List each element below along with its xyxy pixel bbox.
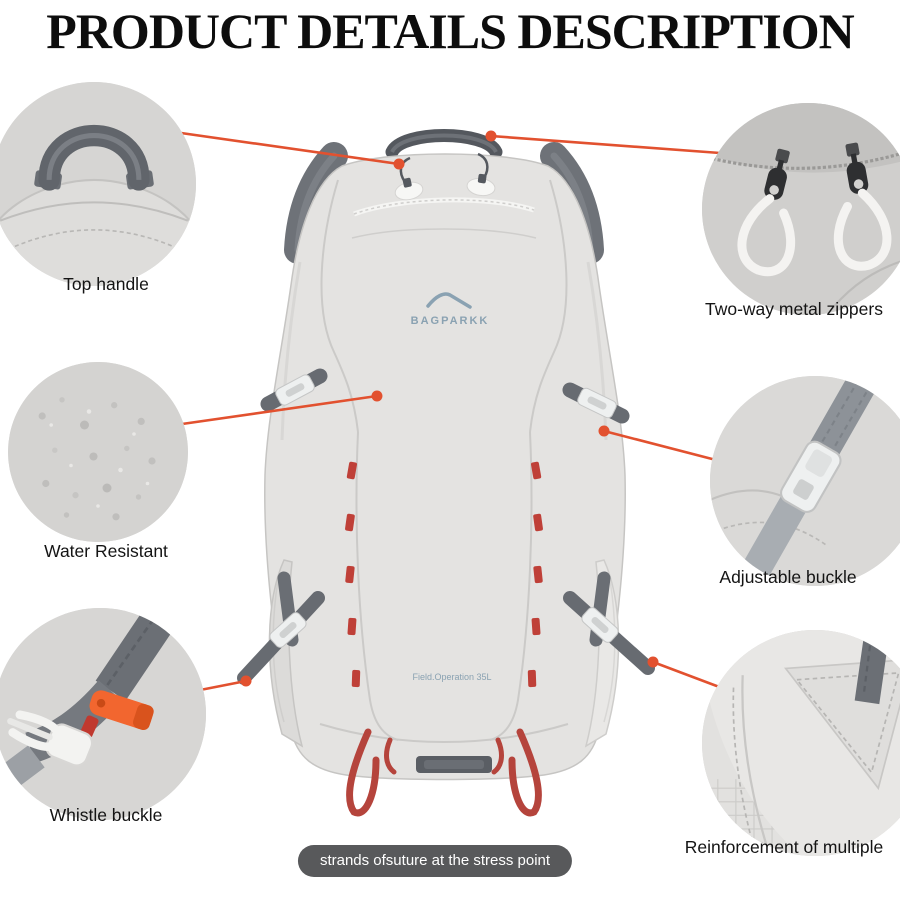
water-resistant-image — [8, 362, 188, 542]
zipper-pull-icon — [833, 142, 892, 271]
page-title: PRODUCT DETAILS DESCRIPTION — [46, 3, 854, 59]
buckle-icon — [269, 612, 307, 648]
two-way-zippers-image — [702, 103, 900, 315]
buckle-icon — [577, 387, 617, 419]
callout-label-whistle-buckle: Whistle buckle — [49, 805, 163, 825]
water-droplets — [38, 397, 156, 521]
buckle-icon — [780, 440, 842, 513]
connector-water-resistant — [174, 390, 383, 427]
callout-label-reinforcement: Reinforcement of multiple — [684, 837, 884, 857]
backpack-model-text: Field.Operation 35L — [412, 672, 491, 682]
top-zipper — [351, 152, 537, 239]
zipper-pull-icon — [737, 148, 796, 277]
buckle-icon — [7, 710, 94, 767]
bottom-red-straps — [346, 728, 542, 817]
whistle-buckle-image — [0, 608, 206, 820]
connector-top-handle — [159, 128, 405, 170]
bottom-handle-bar — [416, 756, 492, 773]
callout-label-top-handle: Top handle — [63, 274, 149, 294]
top-handle-image — [0, 82, 196, 286]
stress-point-badge: strands ofsuture at the stress point — [297, 845, 573, 877]
red-zipper-loops — [345, 461, 543, 688]
adjustable-buckle-image — [710, 376, 900, 586]
whistle-icon — [89, 690, 154, 731]
connector-zippers — [485, 130, 721, 155]
zipper-pull-icon — [466, 173, 496, 197]
backpack-brand-text: BAGPARKK — [411, 315, 490, 327]
brand-logo: BAGPARKK — [411, 292, 490, 327]
connector-reinforcement — [647, 656, 723, 690]
buckle-icon — [581, 607, 619, 643]
reinforcement-image — [702, 630, 900, 856]
callout-label-water-resistant: Water Resistant — [44, 541, 168, 561]
connector-adjustable-buckle — [598, 425, 717, 462]
compression-straps — [237, 368, 655, 685]
callout-label-zippers: Two-way metal zippers — [705, 299, 883, 319]
buckle-icon — [275, 374, 315, 406]
panel-seams — [280, 179, 608, 743]
top-handle-strap — [385, 129, 503, 159]
callout-label-adjustable-buckle: Adjustable buckle — [719, 567, 857, 587]
